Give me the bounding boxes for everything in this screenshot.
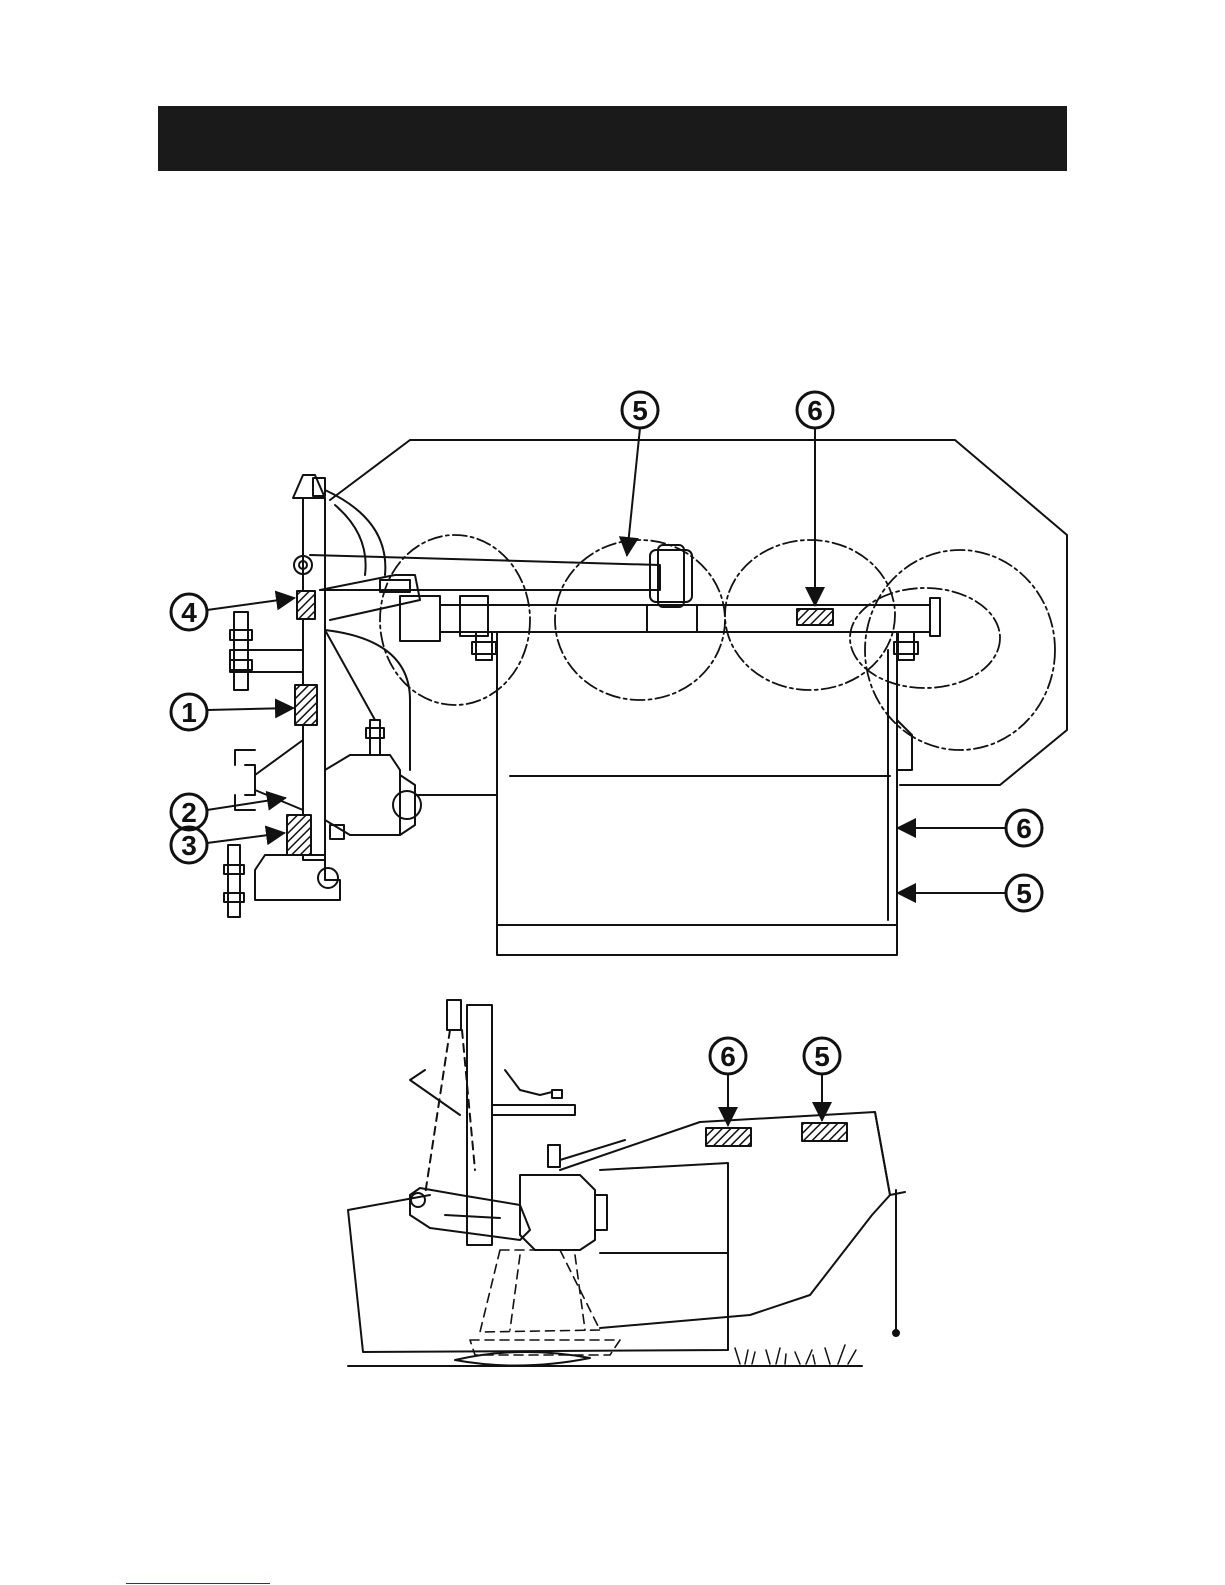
lift-arm	[310, 555, 660, 590]
svg-text:3: 3	[181, 830, 197, 861]
footer-rule	[126, 1583, 270, 1584]
svg-text:1: 1	[181, 697, 197, 728]
svg-text:5: 5	[1016, 878, 1032, 909]
main-frame	[303, 498, 325, 860]
decal-3-top	[287, 815, 311, 855]
decal-1-top	[295, 685, 317, 725]
callout-6-right: 6	[1006, 810, 1042, 846]
callout-1: 1	[171, 694, 207, 730]
side-housing	[348, 1163, 728, 1352]
callout-6-side: 6	[710, 1038, 746, 1074]
callout-3: 3	[171, 827, 207, 863]
callout-4: 4	[171, 594, 207, 630]
side-mast	[467, 1005, 492, 1245]
decal-4-top	[297, 591, 315, 619]
callout-6-top: 6	[797, 392, 833, 428]
callout-5-right: 5	[1006, 875, 1042, 911]
svg-text:5: 5	[632, 395, 648, 426]
callout-5-side: 5	[804, 1038, 840, 1074]
decal-6-side	[706, 1128, 751, 1146]
top-view: 5 6 4 1 2 3 6 5	[171, 392, 1067, 955]
svg-text:5: 5	[814, 1041, 830, 1072]
svg-text:6: 6	[1016, 813, 1032, 844]
svg-text:6: 6	[807, 395, 823, 426]
side-view: 6 5	[348, 1000, 905, 1366]
decal-6-top	[797, 609, 833, 625]
svg-text:6: 6	[720, 1041, 736, 1072]
svg-text:2: 2	[181, 797, 197, 828]
grass	[735, 1345, 856, 1364]
callout-2: 2	[171, 794, 207, 830]
decal-5-side	[802, 1123, 847, 1141]
svg-text:4: 4	[181, 597, 197, 628]
callout-5-top: 5	[622, 392, 658, 428]
